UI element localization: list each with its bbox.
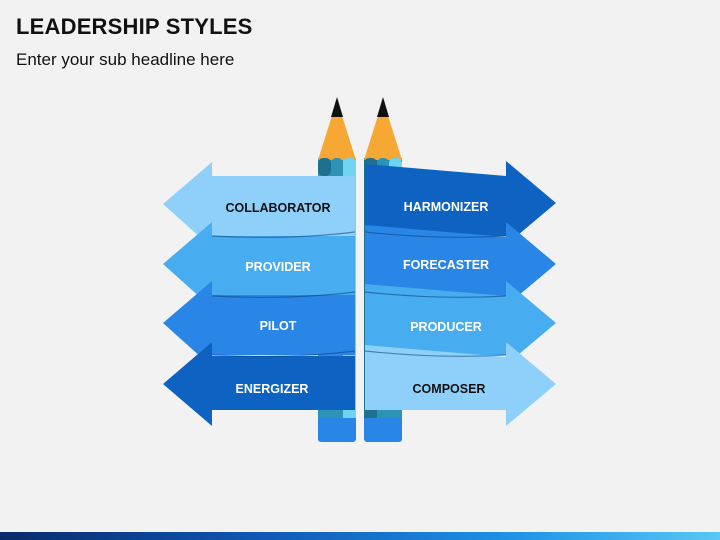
left-arrow-4-label: ENERGIZER [236,382,309,396]
left-arrow-3-label: PILOT [260,319,297,333]
right-pencil-eraser [364,414,402,442]
slide-title: LEADERSHIP STYLES [16,14,253,39]
right-fold-line-1 [364,231,507,238]
right-arrow-group: HARMONIZER FORECASTER PRODUCER COMPOSER [365,161,556,426]
left-pencil-wood-tip [318,100,356,160]
left-pencil-eraser [318,414,356,442]
left-arrow-4: ENERGIZER [163,342,355,426]
left-arrow-2-label: PROVIDER [245,260,310,274]
right-arrow-1-label: HARMONIZER [404,200,489,214]
left-pencil-lead [331,97,343,117]
left-arrow-1-label: COLLABORATOR [225,201,330,215]
left-arrow-group: COLLABORATOR PROVIDER PILOT ENERGIZER [163,162,355,426]
fold-lines [211,231,507,357]
left-fold-line-1 [211,231,356,238]
right-fold-line-2 [364,291,507,298]
right-arrow-4-label: COMPOSER [413,382,486,396]
right-fold-line-3 [364,350,507,357]
left-pencil-band-1 [318,158,331,176]
bottom-accent-bar [0,532,720,540]
right-pencil-lead [377,97,389,117]
left-fold-line-3 [211,350,356,357]
right-pencil-wood-tip [364,100,402,160]
right-arrow-3-label: PRODUCER [410,320,482,334]
left-pencil-band-2 [331,158,343,176]
right-arrow-2-label: FORECASTER [403,258,489,272]
right-arrow-4: COMPOSER [365,342,556,426]
left-pencil-band-3 [343,158,356,176]
left-fold-line-2 [211,291,356,298]
slide-subtitle: Enter your sub headline here [16,50,235,69]
